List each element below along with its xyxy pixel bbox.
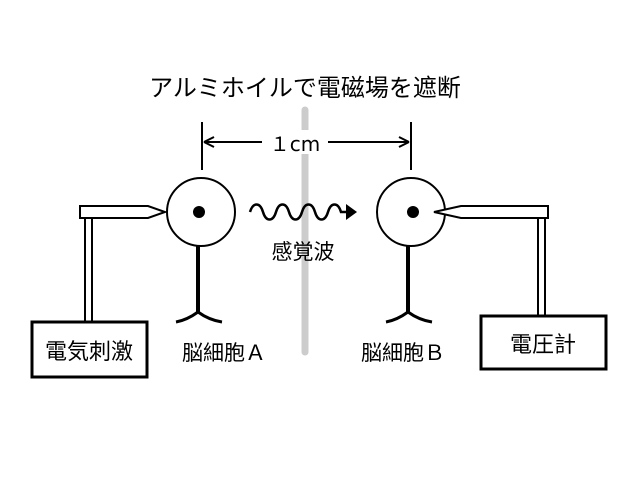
stimulation-electrode xyxy=(79,205,169,323)
wave-label: 感覚波 xyxy=(272,240,335,264)
recording-electrode-tip xyxy=(433,205,549,219)
brain-cell-a xyxy=(166,177,236,324)
distance-arrowhead-left xyxy=(203,136,215,148)
voltmeter-box-frame xyxy=(479,314,608,371)
stimulation-electrode-wire xyxy=(84,217,93,323)
sensory-wave xyxy=(248,203,357,221)
diagram-title: アルミホイルで電磁場を遮断 xyxy=(149,74,461,102)
cell-a-nucleus xyxy=(193,206,205,218)
distance-label: １cm xyxy=(270,132,320,156)
recording-electrode-wire xyxy=(537,217,546,317)
stimulator-box: 電気刺激 xyxy=(30,320,149,379)
stimulator-label: 電気刺激 xyxy=(45,340,133,365)
distance-marker: １cm xyxy=(201,122,412,170)
stimulation-electrode-tip xyxy=(79,205,169,219)
stimulator-box-frame xyxy=(30,320,149,379)
cell-a-label: 脳細胞Ａ xyxy=(182,341,266,365)
voltmeter-label: 電圧計 xyxy=(510,333,576,358)
cell-b-nucleus xyxy=(407,206,419,218)
recording-electrode xyxy=(433,205,549,317)
distance-label-bg xyxy=(264,130,326,154)
distance-arrowhead-right xyxy=(398,136,410,148)
cell-b-label: 脳細胞Ｂ xyxy=(361,341,445,365)
cell-a-axon-terminal xyxy=(175,310,223,324)
cell-b-axon-terminal xyxy=(385,310,433,324)
wave-line xyxy=(248,203,347,221)
wave-arrowhead xyxy=(346,204,357,220)
voltmeter-box: 電圧計 xyxy=(479,314,608,371)
brain-cell-b xyxy=(376,177,446,324)
